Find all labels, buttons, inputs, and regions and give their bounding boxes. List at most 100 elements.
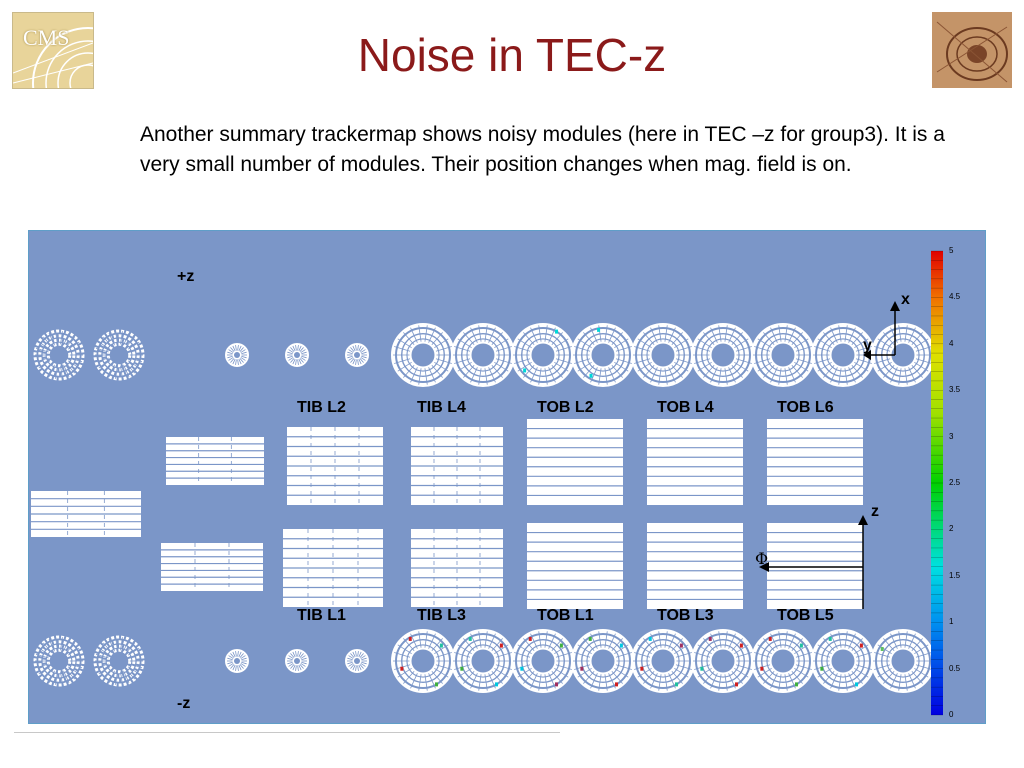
slide-title: Noise in TEC-z xyxy=(357,29,667,81)
axis-y-arrow xyxy=(863,350,871,360)
tec-disk-plus-2 xyxy=(451,323,515,387)
noisy-module-minus-3-1 xyxy=(559,643,563,648)
noisy-module-minus-3-2 xyxy=(520,666,524,671)
tracker-map-canvas xyxy=(31,250,943,716)
label-tib-l1: TIB L1 xyxy=(297,607,346,624)
tec-disk-plus-1 xyxy=(391,323,455,387)
cms-logo-graphic xyxy=(13,27,93,88)
noisy-module-minus-4-2 xyxy=(580,666,584,671)
noisy-module-minus-2-2 xyxy=(460,666,464,671)
tec-disk-minus-3 xyxy=(511,629,575,693)
noisy-module-minus-5-3 xyxy=(675,682,678,687)
tec-disk-minus-2 xyxy=(451,629,515,693)
tid-disk-plus-1 xyxy=(33,329,85,381)
tid-small-disk-plus-3 xyxy=(345,343,369,367)
tid-small-disk-minus-1 xyxy=(225,649,249,673)
noisy-module-minus-7-0 xyxy=(768,636,772,641)
color-scale-tick: 3.5 xyxy=(949,385,961,395)
label-tob-l4: TOB L4 xyxy=(657,399,714,416)
noisy-module-minus-8-0 xyxy=(828,636,832,641)
cms-logo: CMS xyxy=(12,12,94,89)
noisy-module-minus-7-3 xyxy=(795,682,798,687)
tracker-sketch-graphic xyxy=(932,12,1012,88)
noisy-module-minus-3-3 xyxy=(555,682,558,687)
cms-logo-text: CMS xyxy=(23,25,70,50)
noisy-module-minus-4-1 xyxy=(619,643,623,648)
noisy-module-minus-6-1 xyxy=(739,643,743,648)
color-scale-tick: 5 xyxy=(949,246,954,255)
axis-z-label: z xyxy=(871,503,879,520)
tob-l3-barrel xyxy=(647,523,743,609)
noisy-module-minus-5-0 xyxy=(648,636,652,641)
noisy-module-minus-8-3 xyxy=(855,682,858,687)
axis-phi-arrow xyxy=(759,562,769,572)
noisy-module-minus-6-2 xyxy=(700,666,704,671)
noisy-module-minus-4-3 xyxy=(615,682,618,687)
color-scale-tick: 1.5 xyxy=(949,570,961,580)
footer-divider xyxy=(14,732,560,733)
noisy-module-minus-6-3 xyxy=(735,682,738,687)
noisy-module-minus-2-1 xyxy=(499,643,503,648)
label-tob-l2: TOB L2 xyxy=(537,399,594,416)
tob-l5-barrel xyxy=(767,523,863,609)
noisy-module-plus-3-0 xyxy=(555,329,558,334)
label-tob-l5: TOB L5 xyxy=(777,607,834,624)
tid-small-disk-plus-2 xyxy=(285,343,309,367)
noisy-module-minus-1-2 xyxy=(400,666,404,671)
tid-barrel-lower xyxy=(161,543,263,591)
color-scale-tick: 2.5 xyxy=(949,478,961,487)
color-scale-tick: 4 xyxy=(949,338,954,348)
plus-z-label: +z xyxy=(177,268,195,285)
tob-l2-barrel xyxy=(527,419,623,505)
tec-disk-minus-5 xyxy=(631,629,695,693)
tec-disk-minus-9 xyxy=(871,629,935,693)
axis-y-label: y xyxy=(863,337,872,354)
tec-disk-minus-1 xyxy=(391,629,455,693)
axis-z-arrow xyxy=(858,515,868,525)
tid-small-disk-minus-2 xyxy=(285,649,309,673)
tec-disk-minus-6 xyxy=(691,629,755,693)
noisy-module-minus-7-1 xyxy=(799,643,803,648)
tob-l4-barrel xyxy=(647,419,743,505)
tid-small-disk-minus-3 xyxy=(345,649,369,673)
tracker-map: +z -z TIB L2 TIB L4 TOB L2 TOB L4 TOB L6… xyxy=(28,230,986,724)
tec-disk-minus-7 xyxy=(751,629,815,693)
tec-disk-plus-4 xyxy=(571,323,635,387)
noisy-module-minus-2-0 xyxy=(468,636,472,641)
noisy-module-minus-1-3 xyxy=(435,682,438,687)
color-scale-tick: 0 xyxy=(949,710,954,719)
tec-disk-plus-6 xyxy=(691,323,755,387)
tid-disk-plus-2 xyxy=(93,329,145,381)
noisy-module-minus-9-0 xyxy=(880,647,884,651)
noisy-module-minus-8-2 xyxy=(820,666,824,671)
tracker-sketch-logo xyxy=(932,12,1012,88)
label-tob-l1: TOB L1 xyxy=(537,607,594,624)
axis-x-label: x xyxy=(901,291,910,308)
noisy-module-minus-8-1 xyxy=(859,643,863,648)
label-tob-l3: TOB L3 xyxy=(657,607,714,624)
tob-l6-barrel xyxy=(767,419,863,505)
noisy-module-minus-1-0 xyxy=(408,636,412,641)
minus-z-label: -z xyxy=(177,695,191,712)
noisy-module-plus-3-1 xyxy=(523,368,527,373)
tec-disk-minus-8 xyxy=(811,629,875,693)
noisy-module-minus-2-3 xyxy=(495,682,498,687)
label-tob-l6: TOB L6 xyxy=(777,399,834,416)
color-scale-tick: 0.5 xyxy=(949,663,961,673)
noisy-module-minus-5-2 xyxy=(640,666,644,671)
tec-disk-minus-4 xyxy=(571,629,635,693)
color-scale-tick: 2 xyxy=(949,524,954,534)
noisy-module-minus-7-2 xyxy=(760,666,764,671)
intro-text: Another summary trackermap shows noisy m… xyxy=(140,123,945,176)
tec-disk-plus-5 xyxy=(631,323,695,387)
noisy-module-minus-1-1 xyxy=(439,643,443,648)
label-tib-l2: TIB L2 xyxy=(297,399,346,416)
noisy-module-plus-4-0 xyxy=(597,327,601,332)
tid-small-disk-plus-1 xyxy=(225,343,249,367)
color-scale-tick: 4.5 xyxy=(949,292,961,302)
noisy-module-minus-4-0 xyxy=(588,636,592,641)
color-scale-tick: 3 xyxy=(949,431,954,441)
axis-phi-label: Φ xyxy=(755,549,769,568)
noisy-module-minus-5-1 xyxy=(679,643,683,648)
noisy-module-plus-4-1 xyxy=(589,373,593,378)
